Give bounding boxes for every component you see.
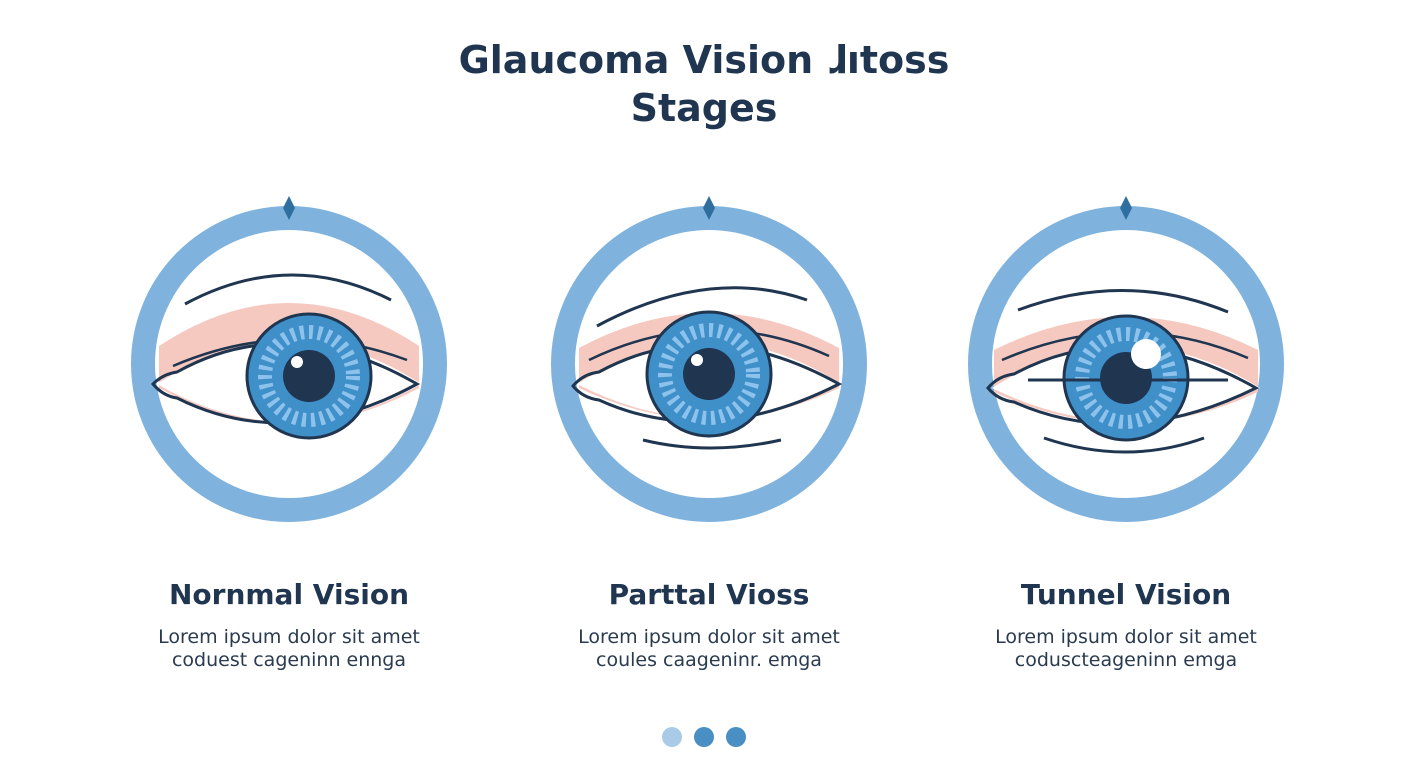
stage-description-line-1: Lorem ipsum dolor sit amet <box>995 626 1257 648</box>
stage-description: Lorem ipsum dolor sit amet coules caagen… <box>529 626 889 672</box>
stage-description-line-1: Lorem ipsum dolor sit amet <box>578 626 840 648</box>
stage-card-partial: Parttal Vioss Lorem ipsum dolor sit amet… <box>529 188 889 688</box>
stage-description-line-1: Lorem ipsum dolor sit amet <box>158 626 420 648</box>
pagination-dot-1[interactable] <box>662 727 682 747</box>
stage-card-tunnel: Tunnel Vision Lorem ipsum dolor sit amet… <box>946 188 1306 688</box>
stage-title: Tunnel Vision <box>1020 578 1232 611</box>
stage-description-line-2: coduscteageninn emga <box>1014 649 1238 671</box>
pagination-dot-2[interactable] <box>694 727 714 747</box>
eye-icon-partial <box>551 196 867 522</box>
stage-description-line-2: coduest cageninո ennɡa <box>171 649 406 671</box>
stage-title: Nornmal Vision <box>168 578 410 611</box>
page-title: Glaucoma Vision ɺıtoss Stages <box>0 36 1408 132</box>
stage-description-line-2: coules caageninr. emga <box>596 649 822 671</box>
pagination-dot-3[interactable] <box>726 727 746 747</box>
page-title-line-2: Stages <box>630 86 778 130</box>
stage-description: Lorem ipsum dolor sit amet coduest cagen… <box>109 626 469 672</box>
stage-title: Parttal Vioss <box>608 578 810 611</box>
eye-icon-normal <box>131 196 447 522</box>
stage-description: Lorem ipsum dolor sit amet coduscteageni… <box>946 626 1306 672</box>
pagination-dots <box>0 727 1408 747</box>
stage-card-normal: Nornmal Vision Lorem ipsum dolor sit ame… <box>109 188 469 688</box>
eye-icon-tunnel <box>968 196 1284 522</box>
page-title-line-1: Glaucoma Vision ɺıtoss <box>458 38 950 82</box>
